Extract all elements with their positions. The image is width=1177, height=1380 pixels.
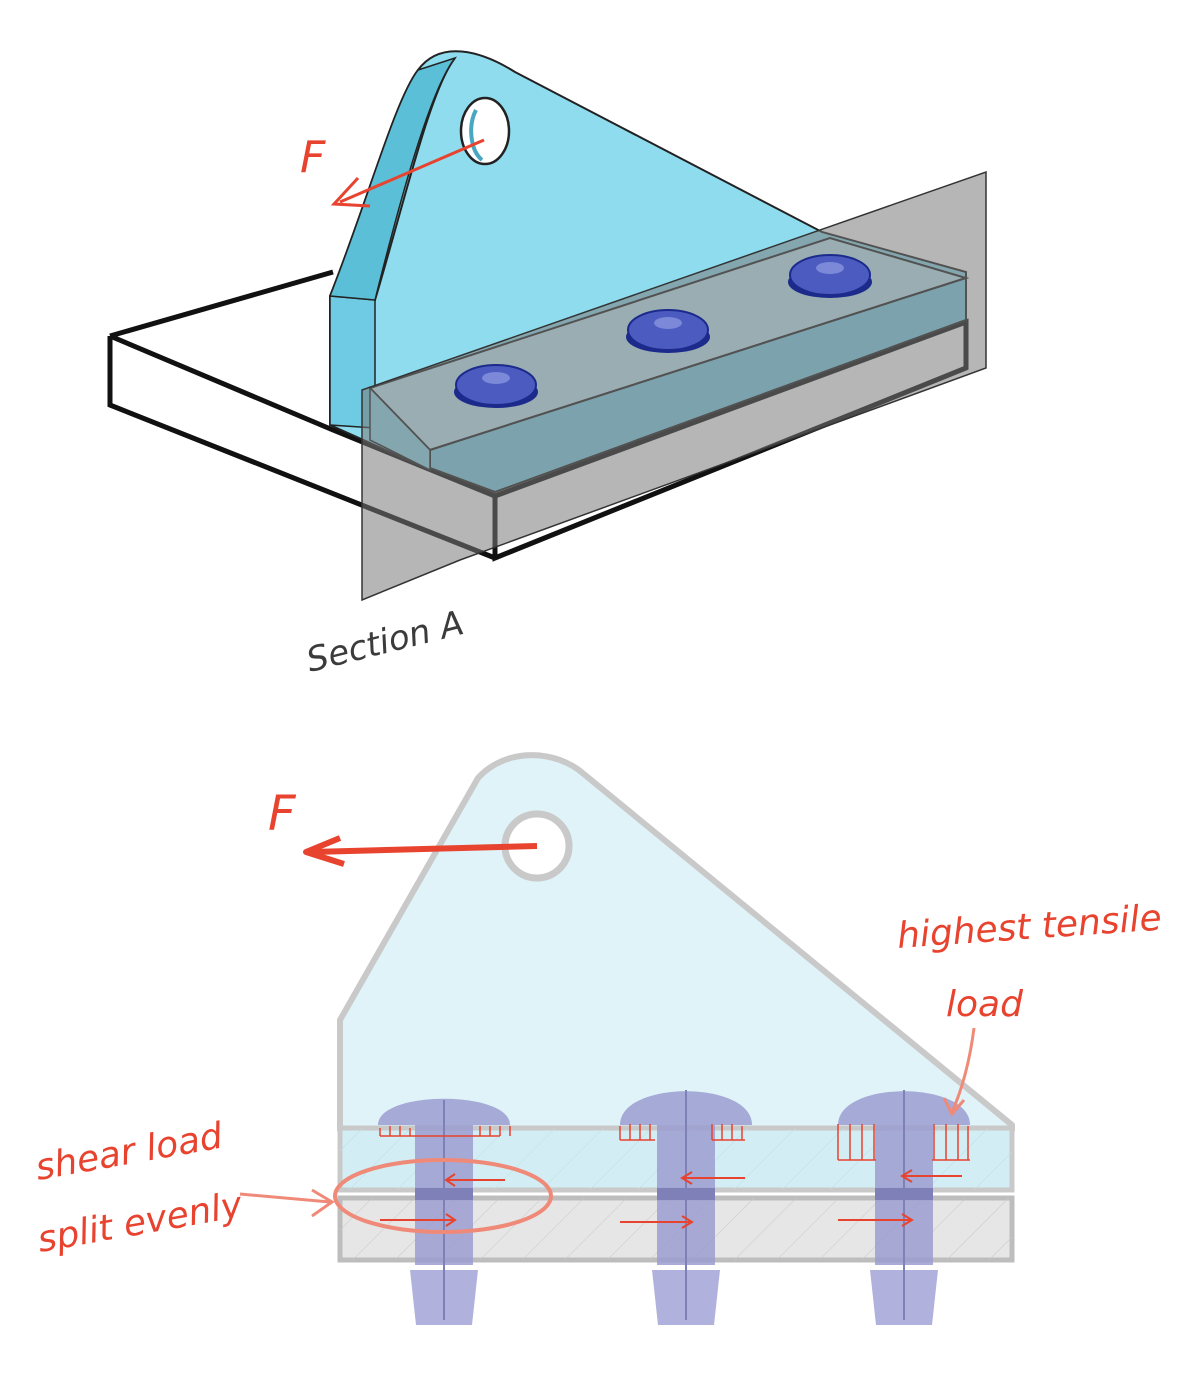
tensile-label-line1: highest tensile bbox=[896, 898, 1163, 957]
shear-arrows bbox=[380, 1169, 962, 1229]
bolt-head-2 bbox=[626, 309, 710, 353]
section-bolt-3 bbox=[838, 1090, 970, 1325]
shear-pointer bbox=[239, 1188, 335, 1218]
force-label-section: F bbox=[268, 786, 297, 842]
bolt-heads bbox=[454, 254, 872, 408]
tensile-arrows bbox=[379, 1124, 970, 1161]
tensile-pointer bbox=[942, 1027, 976, 1117]
force-arrow-section bbox=[303, 835, 538, 867]
section-bolts bbox=[378, 1090, 970, 1325]
force-arrow-iso bbox=[330, 138, 485, 208]
force-label-iso: F bbox=[300, 132, 326, 183]
isometric-view: F Section A bbox=[107, 50, 987, 681]
section-view: F highest tensile load shear load split … bbox=[32, 752, 1163, 1325]
section-bolt-2 bbox=[620, 1090, 752, 1325]
section-bolt-1 bbox=[378, 1098, 510, 1325]
tensile-label-line2: load bbox=[946, 984, 1024, 1025]
bolt-head-1 bbox=[454, 364, 538, 408]
bolt-head-3 bbox=[788, 254, 872, 298]
shear-highlight-ellipse bbox=[333, 1158, 553, 1234]
shear-label-line1: shear load bbox=[32, 1115, 226, 1188]
pin-hole bbox=[459, 96, 511, 166]
section-label: Section A bbox=[303, 603, 468, 681]
shear-label-line2: split evenly bbox=[34, 1184, 246, 1260]
